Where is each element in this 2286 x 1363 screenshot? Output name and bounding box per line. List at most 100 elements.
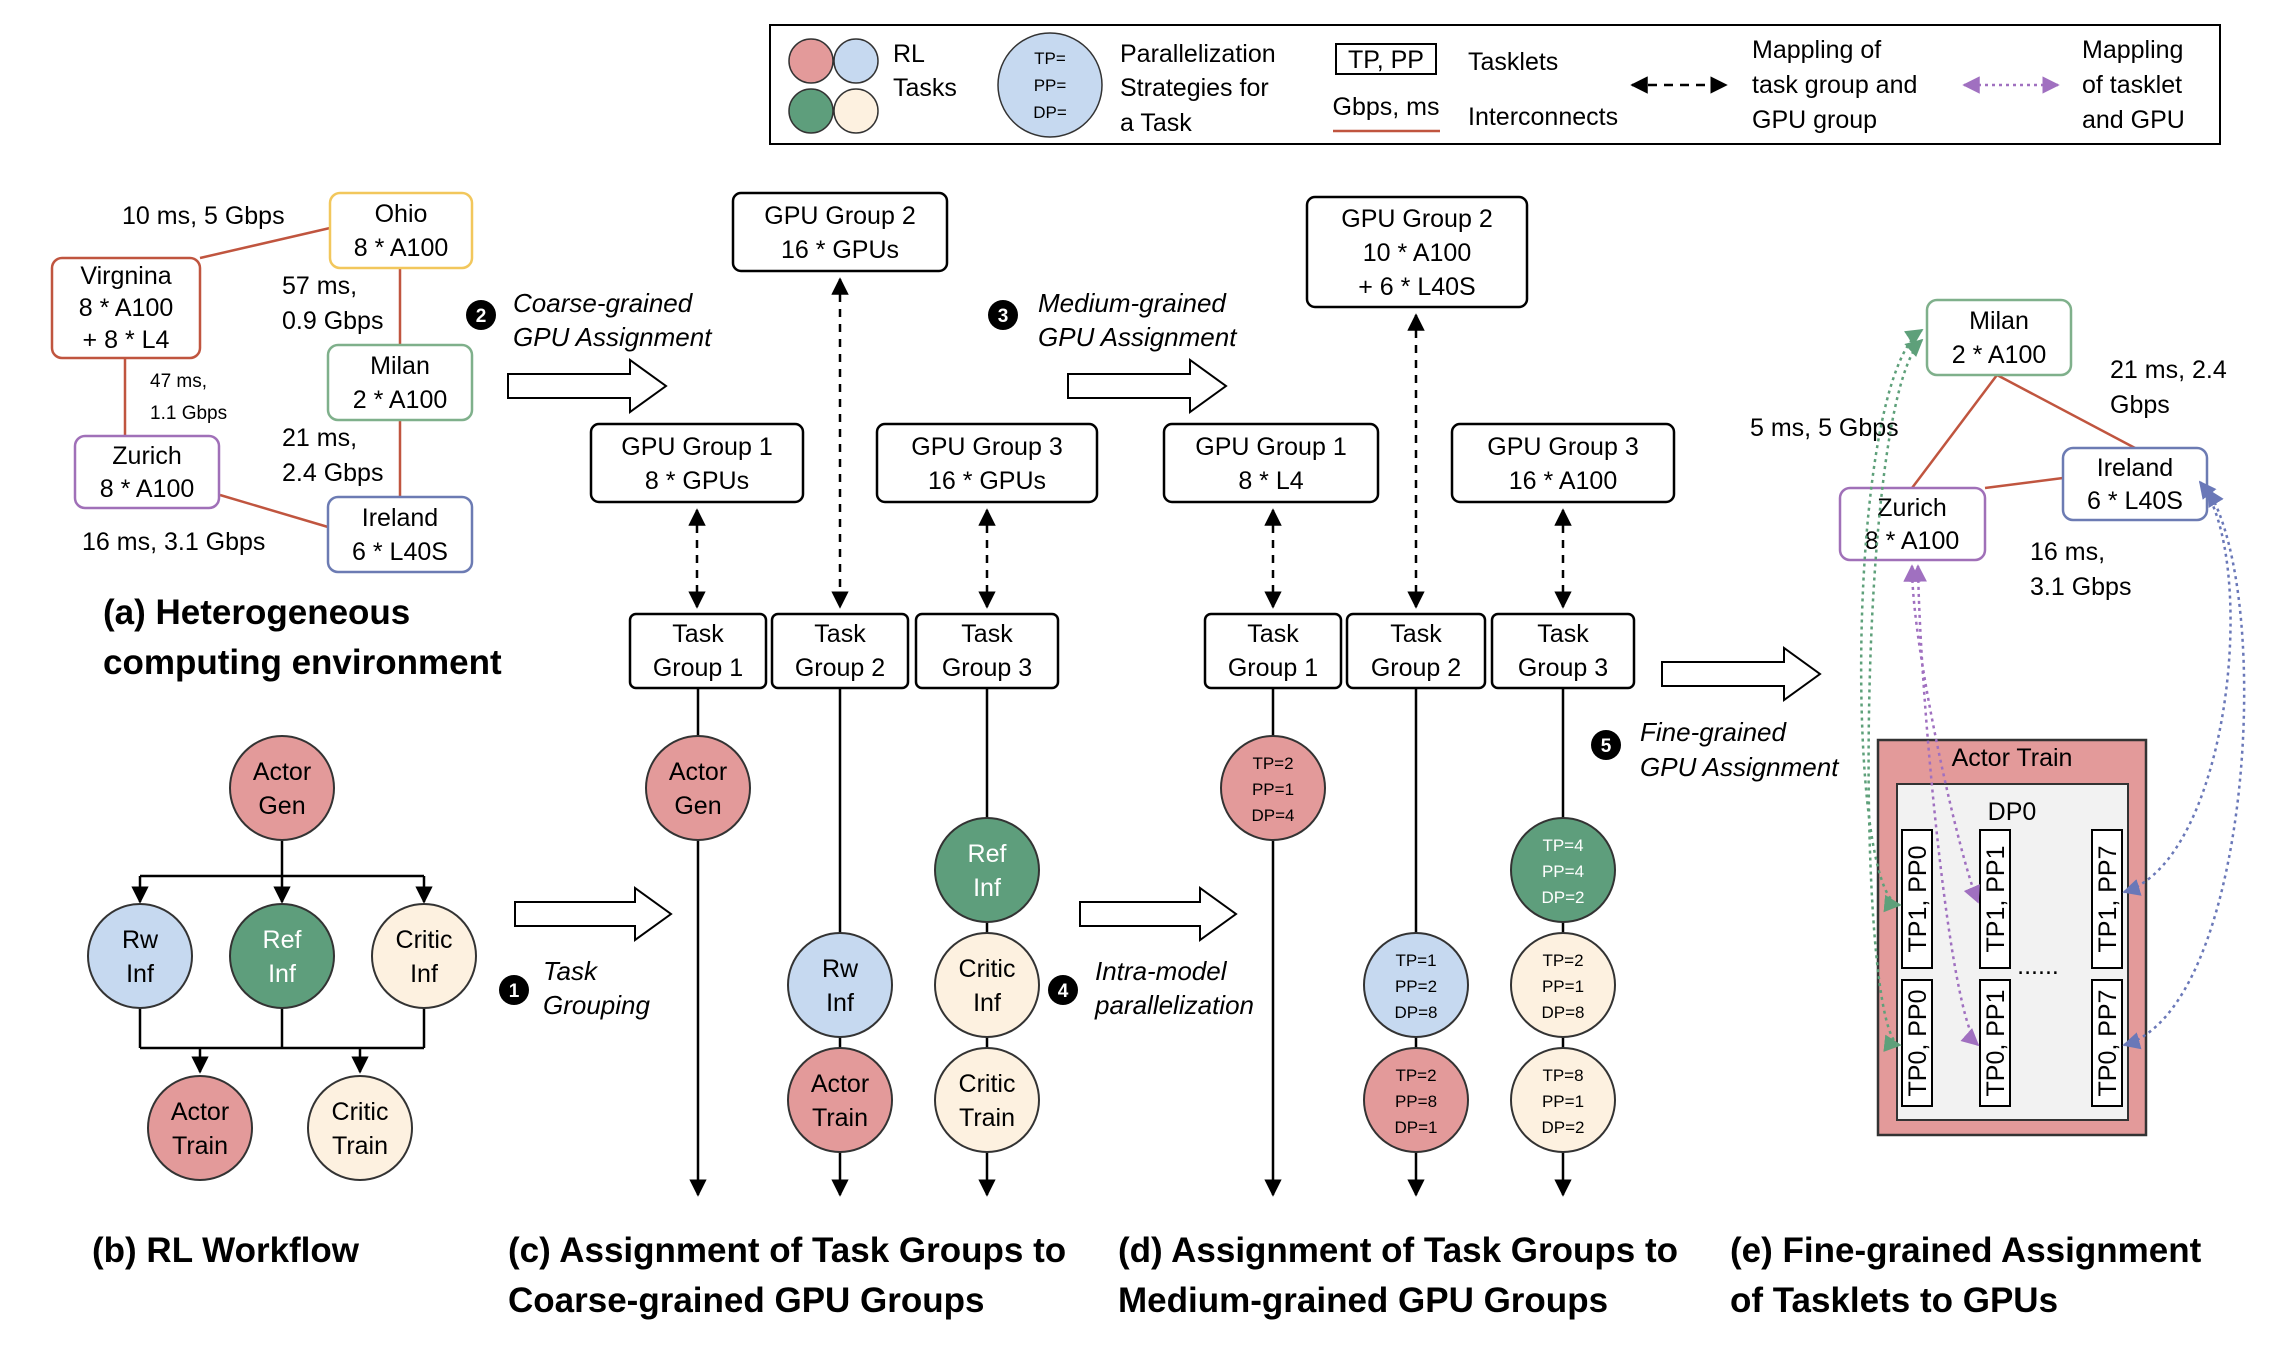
e-tasklet-tp0-pp1-label: TP0, PP1	[1982, 990, 2010, 1097]
d-gpu-group-2-gpus-2: + 6 * L40S	[1358, 273, 1475, 301]
c-gpu-group-2	[731, 191, 949, 273]
d-strategy-ref-inf	[1510, 817, 1616, 923]
task-actor-train-label-2: Train	[172, 1132, 228, 1160]
legend-blue-task-circle	[833, 38, 879, 84]
e-node-ireland-name: Ireland	[2097, 454, 2173, 482]
c-gpu-group-3	[875, 422, 1099, 504]
d-gpu-group-2	[1305, 195, 1529, 309]
node-zurich	[73, 434, 221, 510]
legend-mapping-group-3: GPU group	[1752, 106, 1877, 134]
task-ref-inf	[229, 903, 335, 1009]
task-rw-inf-label-1: Rw	[122, 926, 159, 954]
e-tasklet-tp1-pp1-label: TP1, PP1	[1982, 846, 2010, 953]
e-node-ireland-gpus: 6 * L40S	[2087, 487, 2183, 515]
d-gpu-group-3	[1450, 422, 1676, 504]
caption-c-1: (c) Assignment of Task Groups to	[508, 1231, 1066, 1270]
c-task-ref-inf	[934, 817, 1040, 923]
step5-label-1: Fine-grained	[1640, 717, 1788, 747]
link-label-milan-ireland-2: 2.4 Gbps	[282, 459, 383, 487]
d-ref-inf-pp: PP=4	[1542, 862, 1584, 881]
step3-badge	[988, 300, 1018, 330]
panel-c: GPU Group 2 16 * GPUs GPU Group 1 8 * GP…	[508, 191, 1099, 1320]
step4-block-arrow	[1079, 886, 1238, 942]
node-virginia-gpus-2: + 8 * L4	[83, 326, 170, 354]
legend-mapping-group-2: task group and	[1752, 71, 1917, 99]
e-link-label-zurich-ireland-2: 3.1 Gbps	[2030, 573, 2131, 601]
link-zurich-ireland	[219, 493, 329, 529]
d-task-group-3-label-2: Group 3	[1518, 654, 1608, 682]
c-task-actor-gen	[645, 735, 751, 841]
step2-label-1: Coarse-grained	[513, 288, 694, 318]
c-task-ref-inf-label-1: Ref	[968, 840, 1007, 868]
legend-parallelization-2: Strategies for	[1120, 74, 1269, 102]
link-label-zurich-ireland: 16 ms, 3.1 Gbps	[82, 528, 265, 556]
legend-mapping-tasklet-1: Mappling	[2082, 36, 2183, 64]
d-critic-inf-dp: DP=8	[1542, 1003, 1585, 1022]
d-actor-train-tp: TP=2	[1395, 1066, 1436, 1085]
d-gpu-group-1-gpus: 8 * L4	[1238, 467, 1303, 495]
d-task-group-2-label-1: Task	[1390, 620, 1442, 648]
step4-badge	[1048, 975, 1078, 1005]
e-tasklet-tp0-pp0-label: TP0, PP0	[1904, 990, 1932, 1097]
node-virginia	[50, 256, 202, 360]
panel-a: Ohio 8 * A100 Virgnina 8 * A100 + 8 * L4…	[50, 191, 502, 682]
legend-pp: PP=	[1034, 76, 1067, 95]
task-ref-inf-label-2: Inf	[268, 960, 296, 988]
d-gpu-group-1-title: GPU Group 1	[1195, 433, 1346, 461]
step5-number: 5	[1601, 736, 1612, 757]
e-tasklet-tp1-pp1	[1979, 829, 2011, 969]
node-milan-name: Milan	[370, 352, 430, 380]
task-critic-train-label-2: Train	[332, 1132, 388, 1160]
task-actor-train-label-1: Actor	[171, 1098, 229, 1126]
c-task-critic-train	[934, 1047, 1040, 1153]
legend-cream-task-circle	[833, 88, 879, 134]
task-actor-gen-label-1: Actor	[253, 758, 311, 786]
step-arrows: 2 Coarse-grained GPU Assignment 3 Medium…	[466, 288, 1840, 1020]
e-link-milan-ireland	[1996, 373, 2136, 450]
step5-block-arrow	[1661, 646, 1822, 702]
e-map-milan-tp0pp0	[1867, 338, 1924, 1052]
c-task-actor-gen-label-2: Gen	[674, 792, 721, 820]
e-node-zurich-name: Zurich	[1877, 494, 1946, 522]
d-task-group-1-label-2: Group 1	[1228, 654, 1318, 682]
d-gpu-group-2-gpus-1: 10 * A100	[1363, 239, 1471, 267]
task-critic-inf-label-1: Critic	[396, 926, 453, 954]
d-rw-inf-dp: DP=8	[1395, 1003, 1438, 1022]
task-critic-inf	[371, 903, 477, 1009]
caption-a-1: (a) Heterogeneous	[103, 593, 410, 632]
d-actor-train-pp: PP=8	[1395, 1092, 1437, 1111]
e-node-milan-gpus: 2 * A100	[1952, 341, 2047, 369]
node-ohio	[328, 191, 474, 270]
d-actor-gen-dp: DP=4	[1252, 806, 1295, 825]
c-task-critic-inf-label-2: Inf	[973, 989, 1001, 1017]
node-ireland-gpus: 6 * L40S	[352, 538, 448, 566]
caption-d-1: (d) Assignment of Task Groups to	[1118, 1231, 1678, 1270]
d-strategy-actor-train	[1363, 1047, 1469, 1153]
legend-mapping-group-1: Mappling of	[1752, 36, 1881, 64]
legend-parallelization-3: a Task	[1120, 109, 1192, 137]
d-actor-gen-tp: TP=2	[1252, 754, 1293, 773]
c-task-critic-train-label-2: Train	[959, 1104, 1015, 1132]
d-actor-train-dp: DP=1	[1395, 1118, 1438, 1137]
d-critic-train-dp: DP=2	[1542, 1118, 1585, 1137]
d-critic-inf-pp: PP=1	[1542, 977, 1584, 996]
caption-c-2: Coarse-grained GPU Groups	[508, 1281, 984, 1320]
legend-tasks-label: Tasks	[893, 74, 957, 102]
task-critic-train-label-1: Critic	[332, 1098, 389, 1126]
d-gpu-group-3-title: GPU Group 3	[1487, 433, 1638, 461]
node-virginia-name: Virgnina	[80, 262, 171, 290]
d-critic-train-pp: PP=1	[1542, 1092, 1584, 1111]
step5-label-2: GPU Assignment	[1640, 752, 1840, 782]
task-actor-gen-label-2: Gen	[258, 792, 305, 820]
d-task-group-2-label-2: Group 2	[1371, 654, 1461, 682]
c-task-group-3-label-1: Task	[961, 620, 1013, 648]
d-strategy-actor-gen	[1220, 735, 1326, 841]
task-rw-inf	[87, 903, 193, 1009]
c-task-rw-inf	[787, 932, 893, 1038]
d-rw-inf-pp: PP=2	[1395, 977, 1437, 996]
e-link-milan-zurich	[1911, 374, 1998, 489]
link-label-ohio-milan-2: 0.9 Gbps	[282, 307, 383, 335]
step3-label-2: GPU Assignment	[1038, 322, 1238, 352]
c-gpu-group-2-title: GPU Group 2	[764, 202, 915, 230]
e-map-zurich-tp0pp1	[1909, 564, 1980, 1047]
